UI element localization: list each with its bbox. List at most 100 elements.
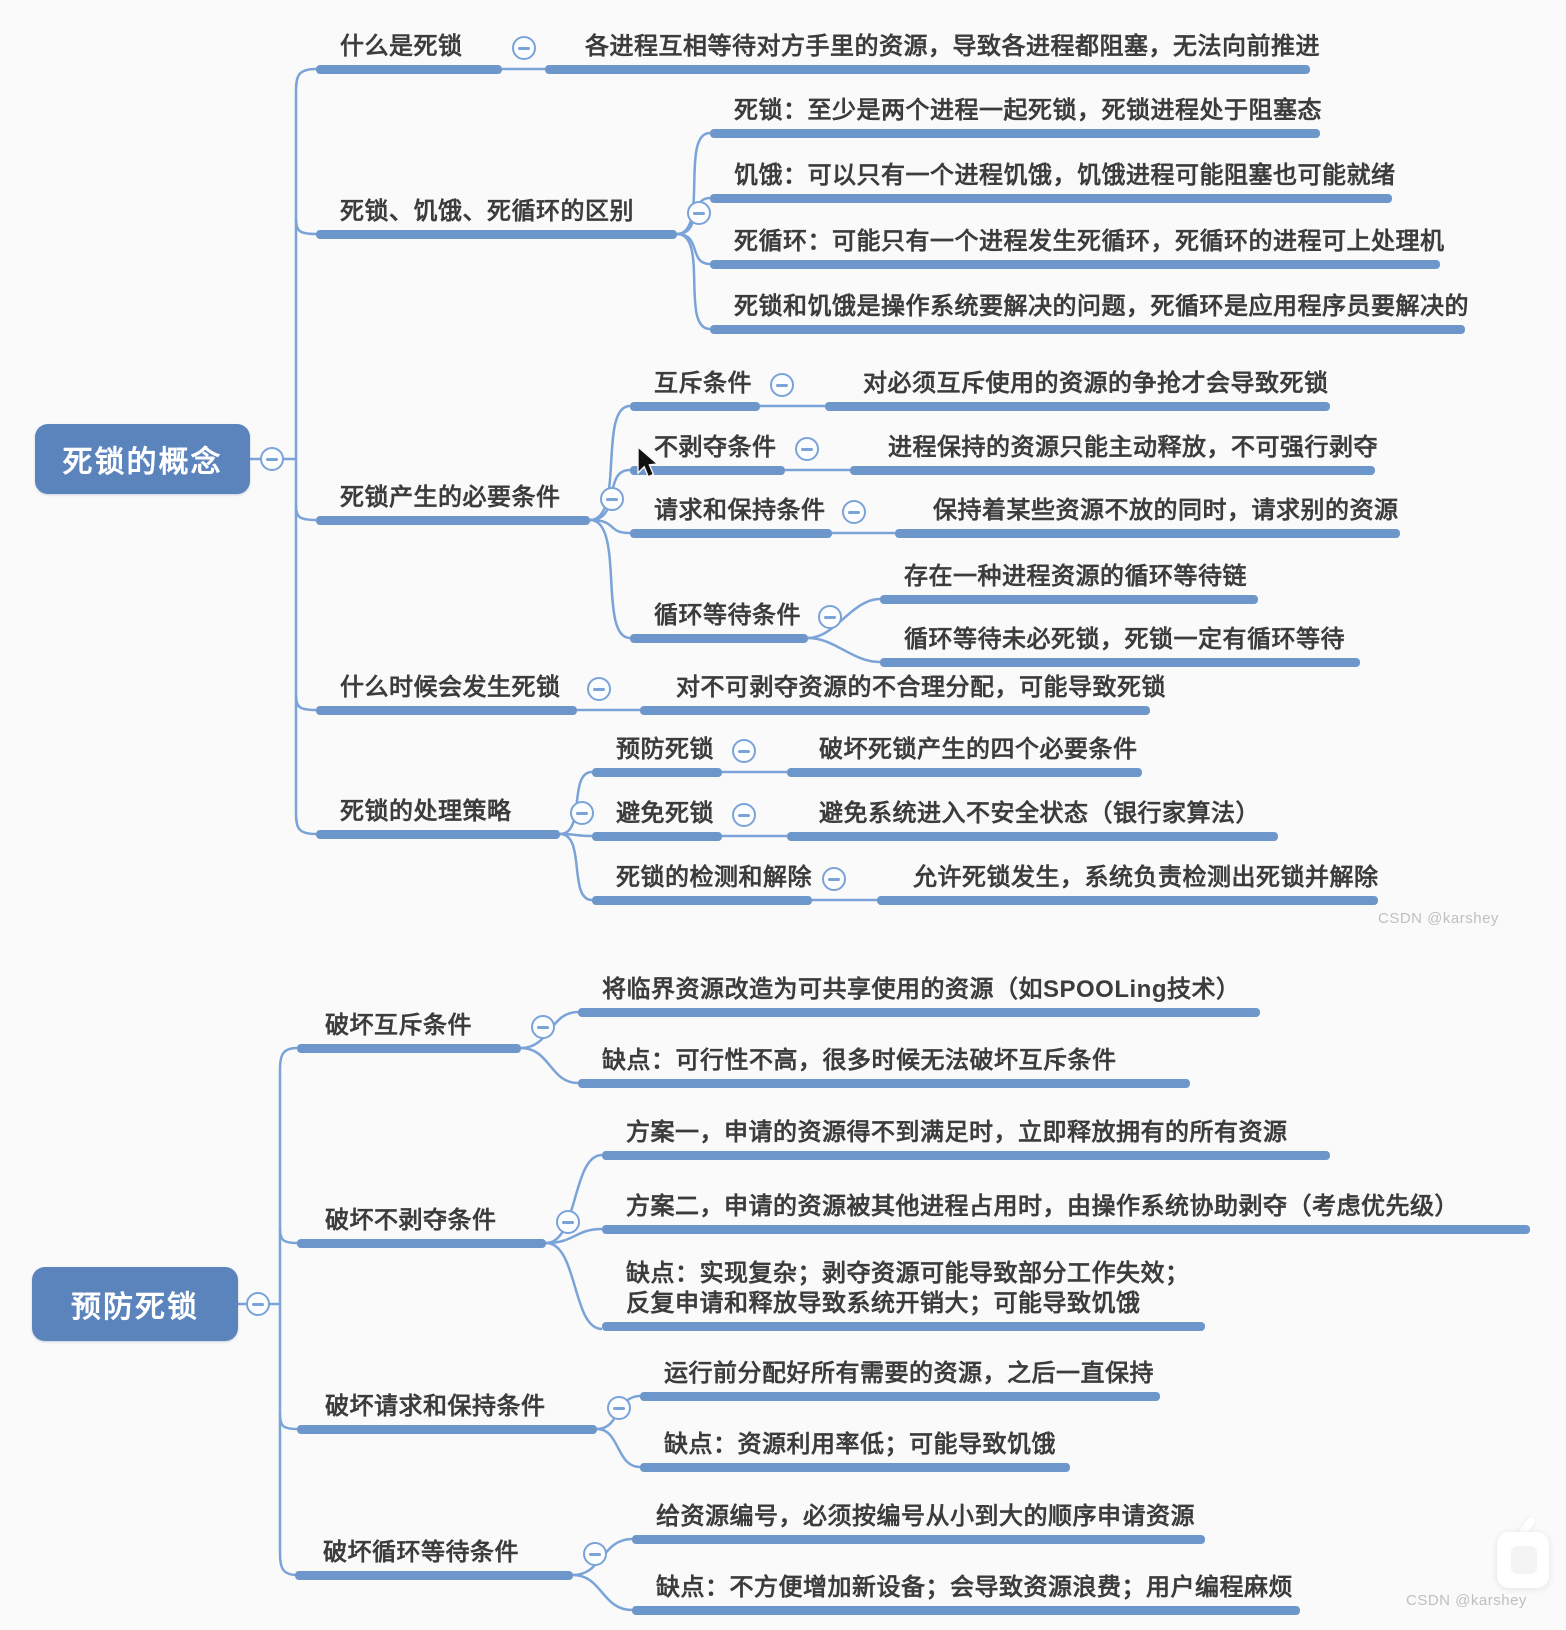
node-when-deadlock-desc[interactable]: 对不可剥夺资源的不合理分配，可能导致死锁 <box>640 673 1166 715</box>
collapse-icon[interactable] <box>260 447 284 471</box>
node-underline <box>578 1008 1260 1017</box>
node-underline <box>710 260 1440 269</box>
collapse-icon[interactable] <box>607 1396 631 1420</box>
node-circular-method[interactable]: 给资源编号，必须按编号从小到大的顺序申请资源 <box>632 1502 1205 1544</box>
node-break-no-preemption[interactable]: 破坏不剥夺条件 <box>297 1206 546 1248</box>
node-infinite-loop-def[interactable]: 死循环：可能只有一个进程发生死循环，死循环的进程可上处理机 <box>710 227 1445 269</box>
node-underline <box>592 768 722 777</box>
node-break-hold-and-wait[interactable]: 破坏请求和保持条件 <box>297 1392 597 1434</box>
node-underline <box>592 832 722 841</box>
watermark-text: CSDN @karshey <box>1378 910 1499 927</box>
node-underline <box>297 1239 546 1248</box>
node-underline <box>895 529 1400 538</box>
node-underline <box>632 1535 1205 1544</box>
collapse-icon[interactable] <box>246 1292 270 1316</box>
node-plan-one[interactable]: 方案一，申请的资源得不到满足时，立即释放拥有的所有资源 <box>602 1118 1330 1160</box>
node-break-no-preemption-drawback[interactable]: 缺点：实现复杂；剥夺资源可能导致部分工作失效； 反复申请和释放导致系统开销大；可… <box>602 1259 1205 1331</box>
node-deadlock-def[interactable]: 死锁：至少是两个进程一起死锁，死锁进程处于阻塞态 <box>710 96 1322 138</box>
collapse-icon[interactable] <box>556 1210 580 1234</box>
node-underline <box>592 896 812 905</box>
node-no-preemption-condition[interactable]: 不剥夺条件 <box>630 433 785 475</box>
node-deadlock-definition[interactable]: 各进程互相等待对方手里的资源，导致各进程都阻塞，无法向前推进 <box>545 32 1320 74</box>
node-underline <box>602 1151 1330 1160</box>
collapse-icon[interactable] <box>531 1015 555 1039</box>
node-hold-wait-drawback[interactable]: 缺点：资源利用率低；可能导致饥饿 <box>640 1430 1070 1472</box>
node-underline <box>297 1425 597 1434</box>
node-circular-wait-note[interactable]: 循环等待未必死锁，死锁一定有循环等待 <box>880 625 1360 667</box>
collapse-icon[interactable] <box>570 801 594 825</box>
node-os-vs-programmer[interactable]: 死锁和饥饿是操作系统要解决的问题，死循环是应用程序员要解决的 <box>710 292 1469 334</box>
node-deadlock-starvation-loop-difference[interactable]: 死锁、饥饿、死循环的区别 <box>316 197 677 239</box>
node-underline <box>316 706 577 715</box>
collapse-icon[interactable] <box>770 373 794 397</box>
collapse-icon[interactable] <box>842 500 866 524</box>
node-circular-wait-condition[interactable]: 循环等待条件 <box>630 601 808 643</box>
node-underline <box>602 1225 1530 1234</box>
node-underline <box>640 1463 1070 1472</box>
node-underline <box>640 706 1150 715</box>
node-detect-desc[interactable]: 允许死锁发生，系统负责检测出死锁并解除 <box>877 863 1379 905</box>
node-no-preemption-desc[interactable]: 进程保持的资源只能主动释放，不可强行剥夺 <box>850 433 1378 475</box>
node-circular-drawback[interactable]: 缺点：不方便增加新设备；会导致资源浪费；用户编程麻烦 <box>632 1573 1300 1615</box>
node-mutual-exclusion-desc[interactable]: 对必须互斥使用的资源的争抢才会导致死锁 <box>825 369 1330 411</box>
node-underline <box>787 768 1142 777</box>
root-node-prevent-deadlock[interactable]: 预防死锁 <box>32 1267 238 1341</box>
collapse-icon[interactable] <box>795 437 819 461</box>
node-underline <box>877 896 1378 905</box>
node-hold-and-wait-desc[interactable]: 保持着某些资源不放的同时，请求别的资源 <box>895 496 1400 538</box>
watermark-text: CSDN @karshey <box>1406 1592 1527 1609</box>
root-node-label: 死锁的概念 <box>62 446 223 479</box>
node-prevent-desc[interactable]: 破坏死锁产生的四个必要条件 <box>787 735 1142 777</box>
collapse-icon[interactable] <box>600 487 624 511</box>
node-underline <box>295 1571 573 1580</box>
collapse-icon[interactable] <box>687 201 711 225</box>
collapse-icon[interactable] <box>818 605 842 629</box>
node-underline <box>630 466 785 475</box>
node-underline <box>602 1322 1205 1331</box>
root-node-label: 预防死锁 <box>71 1291 199 1324</box>
node-underline <box>316 516 590 525</box>
node-detect-and-resolve[interactable]: 死锁的检测和解除 <box>592 863 812 905</box>
node-break-mutex-drawback[interactable]: 缺点：可行性不高，很多时候无法破坏互斥条件 <box>578 1046 1190 1088</box>
node-hold-wait-method[interactable]: 运行前分配好所有需要的资源，之后一直保持 <box>640 1359 1160 1401</box>
node-underline <box>316 230 677 239</box>
node-underline <box>880 595 1258 604</box>
node-break-mutual-exclusion[interactable]: 破坏互斥条件 <box>297 1011 521 1053</box>
collapse-icon[interactable] <box>583 1542 607 1566</box>
node-underline <box>850 466 1375 475</box>
node-underline <box>787 832 1278 841</box>
node-underline <box>880 658 1360 667</box>
node-avoid-desc[interactable]: 避免系统进入不安全状态（银行家算法） <box>787 799 1278 841</box>
node-underline <box>316 65 502 74</box>
node-underline <box>297 1044 521 1053</box>
node-underline <box>316 830 560 839</box>
node-handling-strategy[interactable]: 死锁的处理策略 <box>316 797 560 839</box>
collapse-icon[interactable] <box>512 36 536 60</box>
node-underline <box>710 325 1465 334</box>
node-hold-and-wait-condition[interactable]: 请求和保持条件 <box>630 496 832 538</box>
node-when-deadlock-happens[interactable]: 什么时候会发生死锁 <box>316 673 577 715</box>
node-starvation-def[interactable]: 饥饿：可以只有一个进程饥饿，饥饿进程可能阻塞也可能就绪 <box>710 161 1396 203</box>
node-break-mutex-method[interactable]: 将临界资源改造为可共享使用的资源（如SPOOLing技术） <box>578 975 1260 1017</box>
collapse-icon[interactable] <box>587 677 611 701</box>
node-underline <box>632 1606 1300 1615</box>
node-what-is-deadlock[interactable]: 什么是死锁 <box>316 32 502 74</box>
node-mutual-exclusion-condition[interactable]: 互斥条件 <box>630 369 760 411</box>
node-circular-wait-chain[interactable]: 存在一种进程资源的循环等待链 <box>880 562 1258 604</box>
node-break-circular-wait[interactable]: 破坏循环等待条件 <box>295 1538 573 1580</box>
collapse-icon[interactable] <box>822 867 846 891</box>
mouse-cursor-icon <box>637 446 660 478</box>
node-underline <box>545 65 1310 74</box>
collapse-icon[interactable] <box>732 739 756 763</box>
node-avoid-deadlock[interactable]: 避免死锁 <box>592 799 722 841</box>
node-underline <box>630 529 832 538</box>
node-underline <box>630 402 760 411</box>
collapse-icon[interactable] <box>732 803 756 827</box>
root-node-deadlock-concept[interactable]: 死锁的概念 <box>35 424 250 494</box>
node-necessary-conditions[interactable]: 死锁产生的必要条件 <box>316 483 590 525</box>
node-prevent-deadlock[interactable]: 预防死锁 <box>592 735 722 777</box>
tv-logo-icon <box>1497 1514 1551 1590</box>
node-plan-two[interactable]: 方案二，申请的资源被其他进程占用时，由操作系统协助剥夺（考虑优先级） <box>602 1192 1530 1234</box>
node-underline <box>710 194 1392 203</box>
